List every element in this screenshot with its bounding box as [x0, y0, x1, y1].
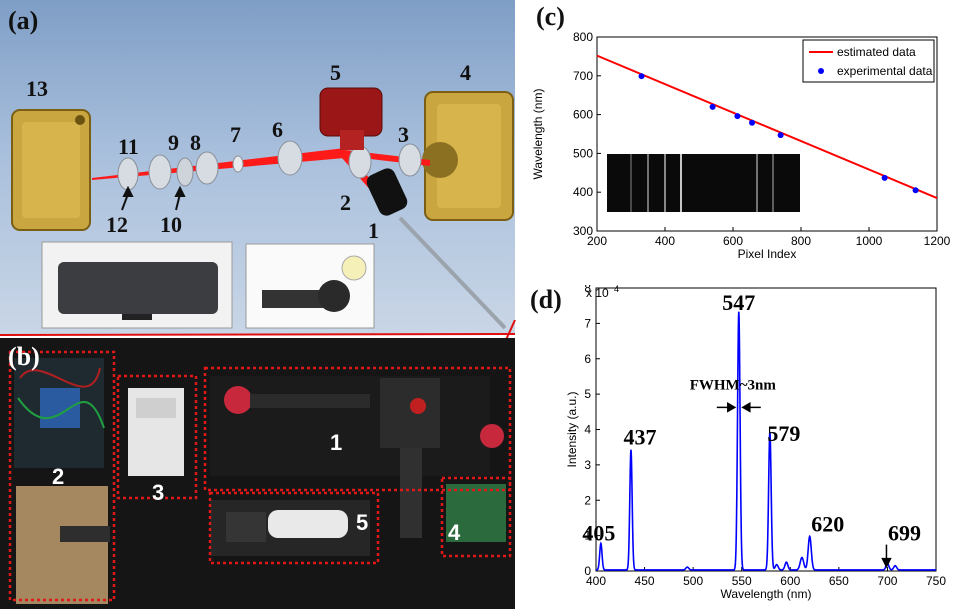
photo-objects [14, 358, 506, 604]
inset-case-photo [41, 241, 233, 329]
experimental-point [881, 174, 888, 181]
plot-frame [595, 287, 937, 572]
peak-label-437: 437 [623, 425, 656, 450]
inset-source-photo [245, 243, 375, 329]
x-axis-label: Wavelength (nm) [721, 587, 812, 601]
panel-b-system-photo: 1 2 3 4 5 (b) [0, 338, 515, 609]
region-label-3: 3 [152, 480, 164, 505]
spectrum-chart: 400 450 500 550 600 650 700 750 0 1 2 3 4 5 6 7 8x 10 4Wa… [565, 281, 946, 601]
x-tick-label: 700 [877, 574, 897, 588]
y-tick-label: 6 [584, 352, 591, 366]
legend-estimated: estimated data [837, 45, 916, 59]
x-tick-label: 1000 [856, 234, 883, 248]
legend-experimental: experimental data [837, 64, 933, 78]
label-2: 2 [340, 190, 351, 215]
experimental-point [777, 132, 784, 139]
y-tick-label: 1 [584, 529, 591, 543]
camera-4 [422, 91, 514, 221]
y-multiplier-exponent: 4 [614, 285, 619, 294]
label-1: 1 [368, 218, 379, 243]
label-11: 11 [118, 134, 139, 159]
region-label-1: 1 [330, 430, 342, 455]
x-tick-label: 1200 [924, 234, 951, 248]
peak-label-547: 547 [722, 290, 755, 315]
y-tick-label: 4 [584, 423, 591, 437]
y-axis-label: Intensity (a.u.) [565, 391, 579, 467]
panel-d-label: (d) [530, 285, 562, 314]
pointer-arrows [121, 185, 186, 211]
fwhm-arrows [716, 402, 892, 569]
dashed-regions [8, 350, 512, 602]
panel-a-label: (a) [8, 6, 39, 35]
estimated-line [596, 54, 938, 199]
label-5: 5 [330, 60, 341, 85]
x-tick-label: 600 [780, 574, 800, 588]
y-tick-label: 300 [573, 224, 593, 238]
label-13: 13 [26, 76, 48, 101]
label-3: 3 [398, 122, 409, 147]
y-tick-label: 7 [584, 316, 591, 330]
y-multiplier: x 10 [586, 286, 609, 300]
motor-5 [319, 87, 383, 150]
spectrum-line [596, 311, 936, 571]
panel-c-calibration: (c) 200 400 600 800 1000 1200 300 400 500 600 700 8… [520, 0, 957, 285]
x-tick-label: 400 [655, 234, 675, 248]
x-tick-label: 600 [723, 234, 743, 248]
peak-label-699: 699 [888, 521, 921, 546]
x-tick-label: 650 [829, 574, 849, 588]
x-tick-label: 200 [587, 234, 607, 248]
y-tick-label: 5 [584, 387, 591, 401]
y-tick-label: 0 [584, 564, 591, 578]
label-9: 9 [168, 130, 179, 155]
peak-label-620: 620 [811, 511, 844, 536]
x-tick-label: 800 [791, 234, 811, 248]
experimental-point [709, 103, 716, 110]
panel-b-label: (b) [8, 342, 40, 371]
peak-label-579: 579 [767, 421, 800, 446]
label-6: 6 [272, 117, 283, 142]
label-4: 4 [460, 60, 471, 85]
region-label-4: 4 [448, 520, 461, 545]
x-tick-label: 500 [683, 574, 703, 588]
optical-layout-drawing: 13 11 9 8 7 6 5 4 3 2 1 12 10 [11, 60, 514, 330]
region-label-5: 5 [356, 510, 368, 535]
lens-group [117, 140, 422, 191]
y-tick-label: 400 [573, 185, 593, 199]
legend: estimated data experimental data [802, 39, 935, 83]
y-tick-label: 500 [573, 146, 593, 160]
x-axis-label: Pixel Index [738, 247, 797, 261]
label-10: 10 [160, 212, 182, 237]
y-tick-label: 8 [584, 285, 591, 295]
label-12: 12 [106, 212, 128, 237]
x-tick-label: 400 [586, 574, 606, 588]
y-axis-label: Wavelength (nm) [531, 89, 545, 180]
experimental-point [734, 113, 741, 120]
x-tick-label: 550 [732, 574, 752, 588]
experimental-point [912, 187, 919, 194]
light-source-1 [366, 168, 507, 330]
system-photo-drawing: 1 2 3 4 5 [8, 350, 512, 604]
region-label-2: 2 [52, 464, 64, 489]
x-tick-label: 450 [635, 574, 655, 588]
fwhm-label: FWHM~3nm [690, 377, 777, 393]
legend-point-swatch [818, 68, 824, 74]
panel-c-label: (c) [536, 2, 565, 31]
x-tick-label: 750 [926, 574, 946, 588]
camera-13 [11, 109, 91, 231]
spectrum-stripe-inset [607, 154, 800, 212]
experimental-point [749, 119, 756, 126]
y-tick-label: 800 [573, 30, 593, 44]
label-8: 8 [190, 130, 201, 155]
y-tick-label: 3 [584, 458, 591, 472]
y-tick-label: 600 [573, 108, 593, 122]
experimental-point [638, 73, 645, 80]
y-tick-label: 700 [573, 69, 593, 83]
label-7: 7 [230, 122, 241, 147]
panel-a-optical-layout: 13 11 9 8 7 6 5 4 3 2 1 12 10 (a) [0, 0, 515, 335]
y-tick-label: 2 [584, 493, 591, 507]
peak-label-405: 405 [582, 520, 615, 545]
